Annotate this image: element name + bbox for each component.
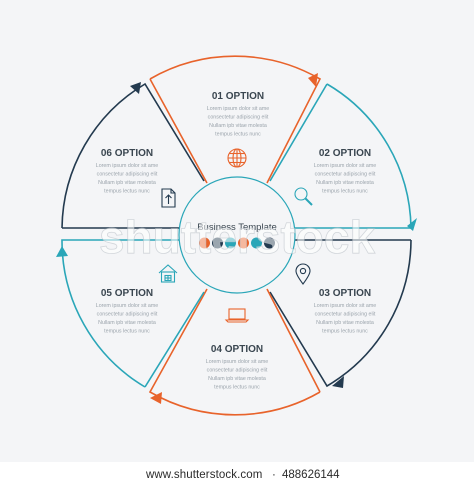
option-title: 04 OPTION	[211, 344, 263, 355]
center-dot	[251, 237, 262, 249]
center-dot	[264, 237, 275, 249]
arrow-head-05	[56, 246, 68, 257]
footer-image-id: 488626144	[282, 469, 340, 481]
option-body-line: tempus lectus nunc	[104, 329, 150, 335]
center-dot	[212, 237, 223, 249]
option-body-line: tempus lectus nunc	[104, 189, 150, 195]
option-body-line: consectetur adipiscing elit	[97, 172, 158, 178]
option-body-line: Lorem ipsum dolor sit ame	[96, 303, 158, 309]
footer-separator: ·	[272, 469, 276, 481]
option-body-line: Nullam ipb vitae molesta	[98, 320, 156, 326]
option-title: 01 OPTION	[212, 91, 264, 102]
option-body-line: consectetur adipiscing elit	[207, 368, 268, 374]
option-body-line: consectetur adipiscing elit	[97, 312, 158, 318]
center-dots	[199, 237, 275, 249]
center-circle	[178, 176, 296, 294]
footer-url: www.shutterstock.com	[146, 469, 263, 481]
option-body-line: consectetur adipiscing elit	[208, 115, 269, 121]
arrow-head-03	[332, 376, 344, 388]
option-title: 05 OPTION	[101, 288, 153, 299]
map-pin-icon	[295, 263, 311, 285]
option-title: 03 OPTION	[319, 288, 371, 299]
diagram-canvas: Business Template 01 OPTION Lorem ipsum d…	[0, 0, 474, 462]
document-upload-icon	[161, 188, 176, 208]
segment-03-outline	[269, 239, 412, 388]
option-body-line: Lorem ipsum dolor sit ame	[206, 359, 268, 365]
option-block-03: 03 OPTION Lorem ipsum dolor sit ame consec…	[295, 263, 376, 335]
arrow-head-01	[308, 73, 318, 87]
laptop-icon	[224, 308, 250, 323]
option-body-line: tempus lectus nunc	[322, 329, 368, 335]
option-block-06: 06 OPTION Lorem ipsum dolor sit ame consec…	[96, 148, 176, 208]
segment-01-outline	[149, 55, 322, 184]
center-dot	[225, 237, 236, 249]
globe-icon	[227, 148, 247, 168]
option-body-line: Lorem ipsum dolor sit ame	[96, 163, 158, 169]
option-title: 06 OPTION	[101, 148, 153, 159]
watermark: shutterstock	[99, 211, 375, 263]
option-body-line: Nullam ipb vitae molesta	[208, 376, 266, 382]
option-body-line: Lorem ipsum dolor sit ame	[207, 106, 269, 112]
option-body-line: Lorem ipsum dolor sit ame	[314, 163, 376, 169]
option-block-05: 05 OPTION Lorem ipsum dolor sit ame consec…	[96, 264, 178, 335]
segment-04-outline	[148, 288, 321, 416]
option-block-02: 02 OPTION Lorem ipsum dolor sit ame consec…	[294, 148, 376, 206]
cycle-diagram: Business Template 01 OPTION Lorem ipsum d…	[56, 55, 417, 416]
option-body-line: Lorem ipsum dolor sit ame	[314, 303, 376, 309]
house-icon	[158, 264, 178, 283]
arrow-head-02	[407, 218, 417, 231]
arrow-head-04	[150, 392, 162, 404]
segment-02-outline	[269, 83, 412, 229]
center-title: Business Template	[197, 222, 277, 233]
option-body-line: consectetur adipiscing elit	[315, 172, 376, 178]
option-body-line: Nullam ipb vitae molesta	[209, 123, 267, 129]
option-block-04: 04 OPTION Lorem ipsum dolor sit ame consec…	[206, 308, 268, 391]
center-dot	[238, 237, 249, 249]
magnifier-icon	[294, 187, 313, 206]
option-body-line: tempus lectus nunc	[214, 385, 260, 391]
options: 01 OPTION Lorem ipsum dolor sit ame consec…	[96, 91, 376, 391]
option-title: 02 OPTION	[319, 148, 371, 159]
option-body-line: Nullam ipb vitae molesta	[316, 180, 374, 186]
center-dot	[199, 237, 210, 249]
option-body-line: consectetur adipiscing elit	[315, 312, 376, 318]
arrow-head-06	[130, 82, 141, 94]
option-body-line: tempus lectus nunc	[215, 132, 261, 138]
option-block-01: 01 OPTION Lorem ipsum dolor sit ame consec…	[207, 91, 269, 168]
option-body-line: Nullam ipb vitae molesta	[98, 180, 156, 186]
segment-06-outline	[61, 82, 205, 229]
footer-bar: www.shutterstock.com · 488626144	[0, 462, 474, 489]
option-body-line: tempus lectus nunc	[322, 189, 368, 195]
option-body-line: Nullam ipb vitae molesta	[316, 320, 374, 326]
